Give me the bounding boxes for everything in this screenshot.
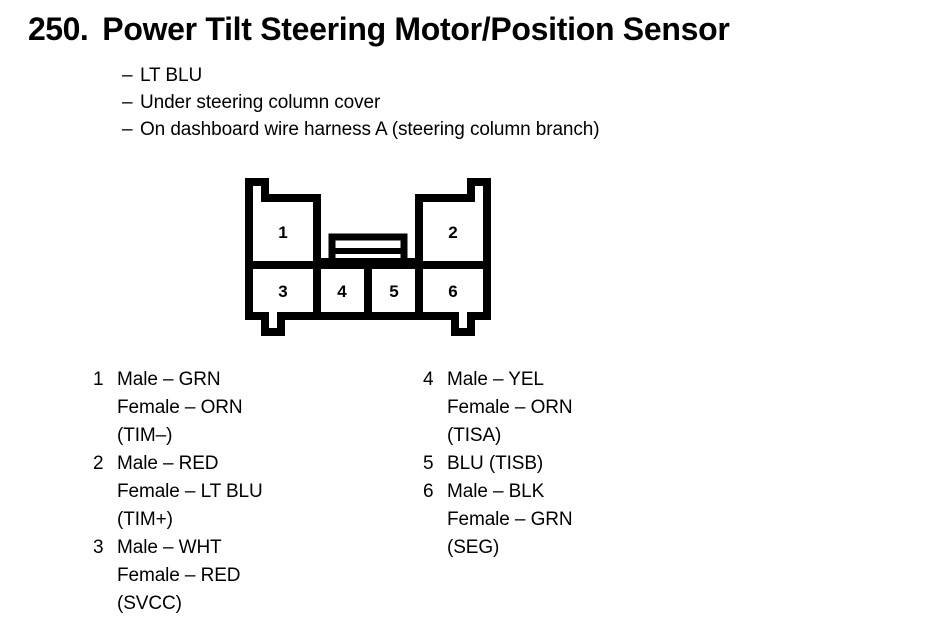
pin-label-5: 5 [389,282,398,301]
legend-line-text: Male – BLK [447,481,545,502]
legend-entry-pin-1: 1 Male – GRN 0 Female – ORN 0 (TIM–) [93,366,263,450]
legend-line: 4 Male – YEL [423,366,573,394]
legend-entry-pin-6: 6 Male – BLK 0 Female – GRN 0 (SEG) [423,478,573,562]
legend-line-text: Female – ORN [447,397,573,418]
legend-line: 0 Female – ORN [423,394,573,422]
legend-line: 3 Male – WHT [93,534,263,562]
legend-line-text: Male – WHT [117,537,222,558]
subtitle-label-2: On dashboard wire harness A (steering co… [140,119,600,140]
page-title: 250. Power Tilt Steering Motor/Position … [28,11,730,48]
subtitle-item-1: –Under steering column cover [122,89,600,116]
connector-diagram: 1 2 3 4 5 6 [243,176,493,338]
pin-label-2: 2 [448,223,457,242]
center-latch-tab [328,233,408,269]
legend-line: 0 Female – RED [93,562,263,590]
legend-line-text: (SVCC) [117,593,182,614]
subtitle-label-0: LT BLU [140,65,203,86]
connector-outer-outline [245,178,491,336]
legend-entry-pin-3: 3 Male – WHT 0 Female – RED 0 (SVCC) [93,534,263,618]
legend-line-text: (TIM+) [117,509,173,530]
subtitle-item-0: –LT BLU [122,62,600,89]
legend-line-text: Female – ORN [117,397,243,418]
dash-bullet-icon: – [122,92,133,113]
legend-line: 5 BLU (TISB) [423,450,573,478]
legend-entry-pin-4: 4 Male – YEL 0 Female – ORN 0 (TISA) [423,366,573,450]
subtitle-item-2: –On dashboard wire harness A (steering c… [122,116,600,143]
legend-column-left: 1 Male – GRN 0 Female – ORN 0 (TIM–) 2 M… [93,366,263,618]
legend-entry-pin-5: 5 BLU (TISB) [423,450,573,478]
pin-label-4: 4 [337,282,347,301]
legend-line: 0 Female – GRN [423,506,573,534]
legend-pin-number: 2 [93,453,104,474]
legend-line: 0 (TIM+) [93,506,263,534]
legend-line-text: (SEG) [447,537,500,558]
pin-label-3: 3 [278,282,287,301]
subtitle-label-1: Under steering column cover [140,92,381,113]
legend-line-text: (TIM–) [117,425,173,446]
legend-pin-number: 5 [423,453,434,474]
pin-label-1: 1 [278,223,287,242]
legend-pin-number: 6 [423,481,434,502]
legend-line: 0 (SVCC) [93,590,263,618]
title-number: 250. [28,11,89,47]
legend-line: 0 Female – ORN [93,394,263,422]
subtitle-list: –LT BLU –Under steering column cover –On… [122,62,600,143]
legend-line: 1 Male – GRN [93,366,263,394]
legend-entry-pin-2: 2 Male – RED 0 Female – LT BLU 0 (TIM+) [93,450,263,534]
legend-line: 0 (SEG) [423,534,573,562]
legend-line-text: Male – YEL [447,369,544,390]
legend-line: 0 (TIM–) [93,422,263,450]
legend-line-text: Female – LT BLU [117,481,263,502]
legend-line: 0 Female – LT BLU [93,478,263,506]
legend-line: 6 Male – BLK [423,478,573,506]
title-text: Power Tilt Steering Motor/Position Senso… [102,11,730,47]
legend-line-text: Female – RED [117,565,241,586]
legend-line-text: (TISA) [447,425,502,446]
legend-pin-number: 1 [93,369,104,390]
legend-line-text: Male – RED [117,453,219,474]
legend-line: 0 (TISA) [423,422,573,450]
legend-column-right: 4 Male – YEL 0 Female – ORN 0 (TISA) 5 B… [423,366,573,562]
dash-bullet-icon: – [122,65,133,86]
legend-line-text: Male – GRN [117,369,221,390]
pin-label-6: 6 [448,282,457,301]
legend-pin-number: 3 [93,537,104,558]
legend-line: 2 Male – RED [93,450,263,478]
legend-pin-number: 4 [423,369,434,390]
dash-bullet-icon: – [122,119,133,140]
legend-line-text: BLU (TISB) [447,453,544,474]
legend-line-text: Female – GRN [447,509,573,530]
